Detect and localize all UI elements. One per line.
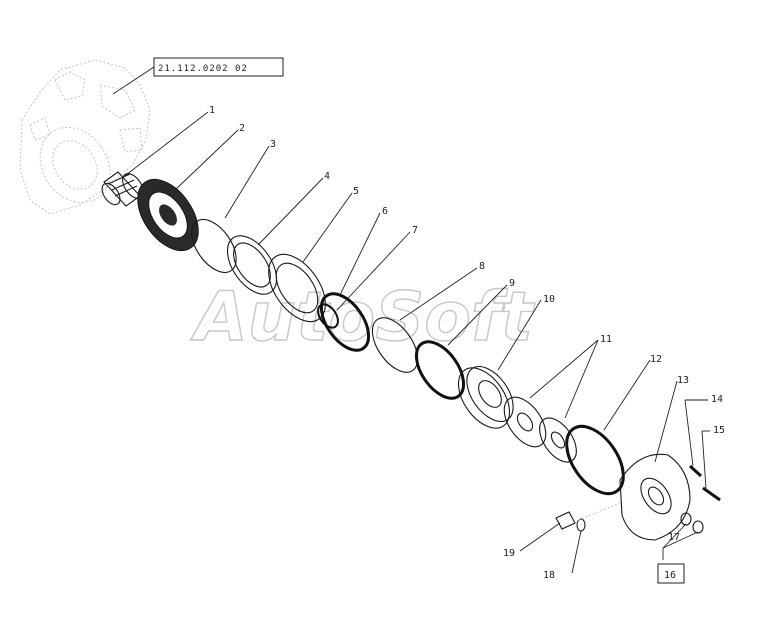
callout-16-box (657, 563, 685, 584)
part-13-cover[interactable] (619, 453, 691, 541)
callout-15[interactable]: 15 (713, 425, 725, 436)
part-2-friction-disc[interactable] (125, 168, 210, 261)
part-7-o-ring[interactable] (314, 301, 342, 331)
part-15-bolt[interactable] (702, 486, 721, 502)
callout-19[interactable]: 19 (503, 548, 515, 559)
callout-12[interactable]: 12 (650, 354, 662, 365)
callout-6[interactable]: 6 (382, 206, 388, 217)
part-4-pressure-plate[interactable] (218, 227, 287, 303)
callout-11[interactable]: 11 (600, 334, 612, 345)
callout-1[interactable]: 1 (209, 105, 215, 116)
callout-14[interactable]: 14 (711, 394, 723, 405)
callout-3[interactable]: 3 (270, 139, 276, 150)
part-8-snap-ring[interactable] (363, 310, 426, 380)
callout-8[interactable]: 8 (479, 261, 485, 272)
callout-5[interactable]: 5 (353, 186, 359, 197)
leader-lines (121, 111, 710, 574)
part-14-bolt[interactable] (688, 464, 703, 478)
part-3-snap-ring[interactable] (183, 212, 245, 281)
callout-4[interactable]: 4 (324, 171, 330, 182)
callout-18[interactable]: 18 (543, 570, 555, 581)
callout-labels: 1 2 3 4 5 6 7 8 9 10 11 12 13 14 15 16 1… (209, 105, 725, 584)
housing-outline (19, 59, 151, 215)
part-12-o-ring[interactable] (555, 416, 635, 503)
callout-10[interactable]: 10 (543, 294, 555, 305)
part-17-plugs[interactable] (680, 512, 704, 534)
callout-2[interactable]: 2 (239, 123, 245, 134)
callout-17[interactable]: 17 (668, 532, 680, 543)
reference-label[interactable]: 21.112.0202 02 (153, 57, 284, 77)
callout-9[interactable]: 9 (509, 278, 515, 289)
part-5-disc[interactable] (257, 244, 337, 331)
part-19-fitting[interactable] (555, 511, 576, 530)
callout-13[interactable]: 13 (677, 375, 689, 386)
part-10-piston[interactable] (448, 358, 522, 437)
callout-16[interactable]: 16 (664, 570, 676, 581)
part-9-o-ring[interactable] (407, 333, 473, 406)
part-18-o-ring[interactable] (576, 518, 586, 532)
reference-text: 21.112.0202 02 (158, 64, 248, 74)
part-6-o-ring[interactable] (312, 285, 378, 358)
callout-7[interactable]: 7 (412, 225, 418, 236)
